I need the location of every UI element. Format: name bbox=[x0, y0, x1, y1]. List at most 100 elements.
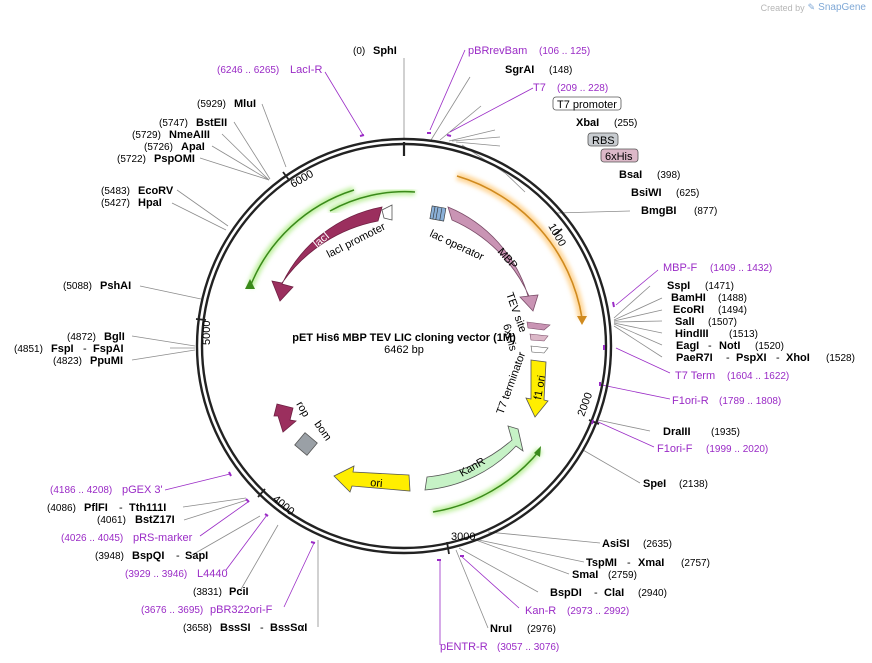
l4440-name: L4440 bbox=[197, 568, 228, 580]
nmeaiii-pos: (5729) bbox=[132, 130, 161, 141]
pbr322ori-f-name: pBR322ori-F bbox=[210, 604, 273, 616]
tick-2000: 2000 bbox=[576, 391, 596, 418]
credit-brand: SnapGene bbox=[818, 2, 866, 13]
kanr-arrow bbox=[424, 425, 524, 491]
pgex3-range: (4186 .. 4208) bbox=[50, 485, 112, 496]
pgex3-name: pGEX 3' bbox=[122, 484, 163, 496]
bgli-name: BglI bbox=[104, 331, 125, 343]
eagi-name: EagI bbox=[676, 340, 699, 352]
pflfi-name: PflFI bbox=[84, 502, 108, 514]
t7term-name: T7 Term bbox=[675, 370, 715, 382]
primer-marks bbox=[228, 132, 615, 561]
bspdi-pos: (2940) bbox=[638, 588, 667, 599]
ecorv-name: EcoRV bbox=[138, 185, 174, 197]
pspomi-pos: (5722) bbox=[117, 154, 146, 165]
rop-label: rop bbox=[293, 400, 311, 420]
asisi-pos: (2635) bbox=[643, 539, 672, 550]
bamhi-pos: (1488) bbox=[718, 293, 747, 304]
f1-ori-arrow bbox=[525, 359, 549, 418]
sgrai-name: SgrAI bbox=[505, 64, 534, 76]
sgrai-pos: (148) bbox=[549, 65, 572, 76]
credit-prefix: Created by bbox=[760, 2, 805, 13]
hpai-pos: (5427) bbox=[101, 198, 130, 209]
snapgene-credit: Created by ✎ SnapGene bbox=[761, 2, 866, 13]
tth111i-name: Tth111I bbox=[129, 502, 166, 514]
f1ori-r-name: F1ori-R bbox=[672, 395, 709, 407]
hpai-name: HpaI bbox=[138, 197, 162, 209]
paer7i-pos: (1528) bbox=[826, 353, 855, 364]
bsssi-name: BssSI bbox=[220, 622, 251, 634]
ori-arrow bbox=[333, 465, 411, 493]
pcii-pos: (3831) bbox=[193, 587, 222, 598]
bsai-name: BsaI bbox=[619, 169, 642, 181]
tev-site-arrow bbox=[526, 321, 551, 331]
snapgene-logo-icon: ✎ bbox=[807, 2, 816, 12]
l4440-range: (3929 .. 3946) bbox=[125, 569, 187, 580]
t7-primer-name: T7 bbox=[533, 82, 546, 94]
prs-marker-range: (4026 .. 4045) bbox=[61, 533, 123, 544]
nmeaiii-name: NmeAIII bbox=[169, 129, 210, 141]
nrui-name: NruI bbox=[490, 623, 512, 635]
pcii-name: PciI bbox=[229, 586, 249, 598]
apai-pos: (5726) bbox=[144, 142, 173, 153]
noti-name: NotI bbox=[719, 340, 740, 352]
pbrrevbam-range: (106 .. 125) bbox=[539, 46, 590, 57]
bsteii-name: BstEII bbox=[196, 117, 227, 129]
plasmid-title: pET His6 MBP TEV LIC cloning vector (1M) bbox=[292, 332, 516, 344]
bspqi-pos: (3948) bbox=[95, 551, 124, 562]
t7-terminator-label: T7 terminator bbox=[495, 350, 529, 416]
mlui-pos: (5929) bbox=[197, 99, 226, 110]
draiii-name: DraIII bbox=[663, 426, 691, 438]
f1-ori-label: f1 ori bbox=[532, 374, 548, 400]
t7-primer-range: (209 .. 228) bbox=[557, 83, 608, 94]
pshai-pos: (5088) bbox=[63, 281, 92, 292]
sphi-name: SphI bbox=[373, 45, 397, 57]
pshai-name: PshAI bbox=[100, 280, 131, 292]
bmgbi-pos: (877) bbox=[694, 206, 717, 217]
fspi-pos: (4851) bbox=[14, 344, 43, 355]
sapi-name: SapI bbox=[185, 550, 208, 562]
smai-pos: (2759) bbox=[608, 570, 637, 581]
mlui-name: MluI bbox=[234, 98, 256, 110]
ecori-pos: (1494) bbox=[718, 305, 747, 316]
ppumi-pos: (4823) bbox=[53, 356, 82, 367]
orf-arcs bbox=[245, 172, 587, 516]
sphi-pos: (0) bbox=[353, 46, 365, 57]
xbai-pos: (255) bbox=[614, 118, 637, 129]
rbs-box bbox=[587, 132, 619, 147]
f1ori-f-name: F1ori-F bbox=[657, 443, 693, 455]
tick-5000: 5000 bbox=[201, 321, 213, 345]
bsssai-name: BssSαI bbox=[270, 622, 307, 634]
rop-arrow bbox=[273, 403, 297, 433]
bgli-pos: (4872) bbox=[67, 332, 96, 343]
hindiii-name: HindIII bbox=[675, 328, 709, 340]
fspi-name: FspI bbox=[51, 343, 74, 355]
pentr-r-name: pENTR-R bbox=[440, 641, 488, 653]
primer-leader-lines bbox=[164, 49, 671, 645]
prs-marker-name: pRS-marker bbox=[133, 532, 193, 544]
laci-r-range: (6246 .. 6265) bbox=[217, 65, 279, 76]
bsiwi-pos: (625) bbox=[676, 188, 699, 199]
bsteii-pos: (5747) bbox=[159, 118, 188, 129]
his6-box-label: 6xHis bbox=[605, 151, 633, 163]
pentr-r-range: (3057 .. 3076) bbox=[497, 642, 559, 653]
pspomi-name: PspOMI bbox=[154, 153, 195, 165]
ecori-name: EcoRI bbox=[673, 304, 704, 316]
ppumi-name: PpuMI bbox=[90, 355, 123, 367]
pspxi-name: PspXI bbox=[736, 352, 767, 364]
bspdi-sep: - bbox=[594, 587, 598, 599]
bom-box bbox=[294, 432, 318, 456]
bamhi-name: BamHI bbox=[671, 292, 706, 304]
ecorv-pos: (5483) bbox=[101, 186, 130, 197]
sali-pos: (1507) bbox=[708, 317, 737, 328]
his6-box bbox=[600, 148, 639, 163]
bspdi-name: BspDI bbox=[550, 587, 582, 599]
bsiwi-name: BsiWI bbox=[631, 187, 662, 199]
apai-name: ApaI bbox=[181, 141, 205, 153]
mbp-f-range: (1409 .. 1432) bbox=[710, 263, 772, 274]
f1ori-r-range: (1789 .. 1808) bbox=[719, 396, 781, 407]
laci-arrow bbox=[271, 206, 383, 302]
laci-r-name: LacI-R bbox=[290, 64, 322, 76]
pbrrevbam-name: pBRrevBam bbox=[468, 45, 527, 57]
